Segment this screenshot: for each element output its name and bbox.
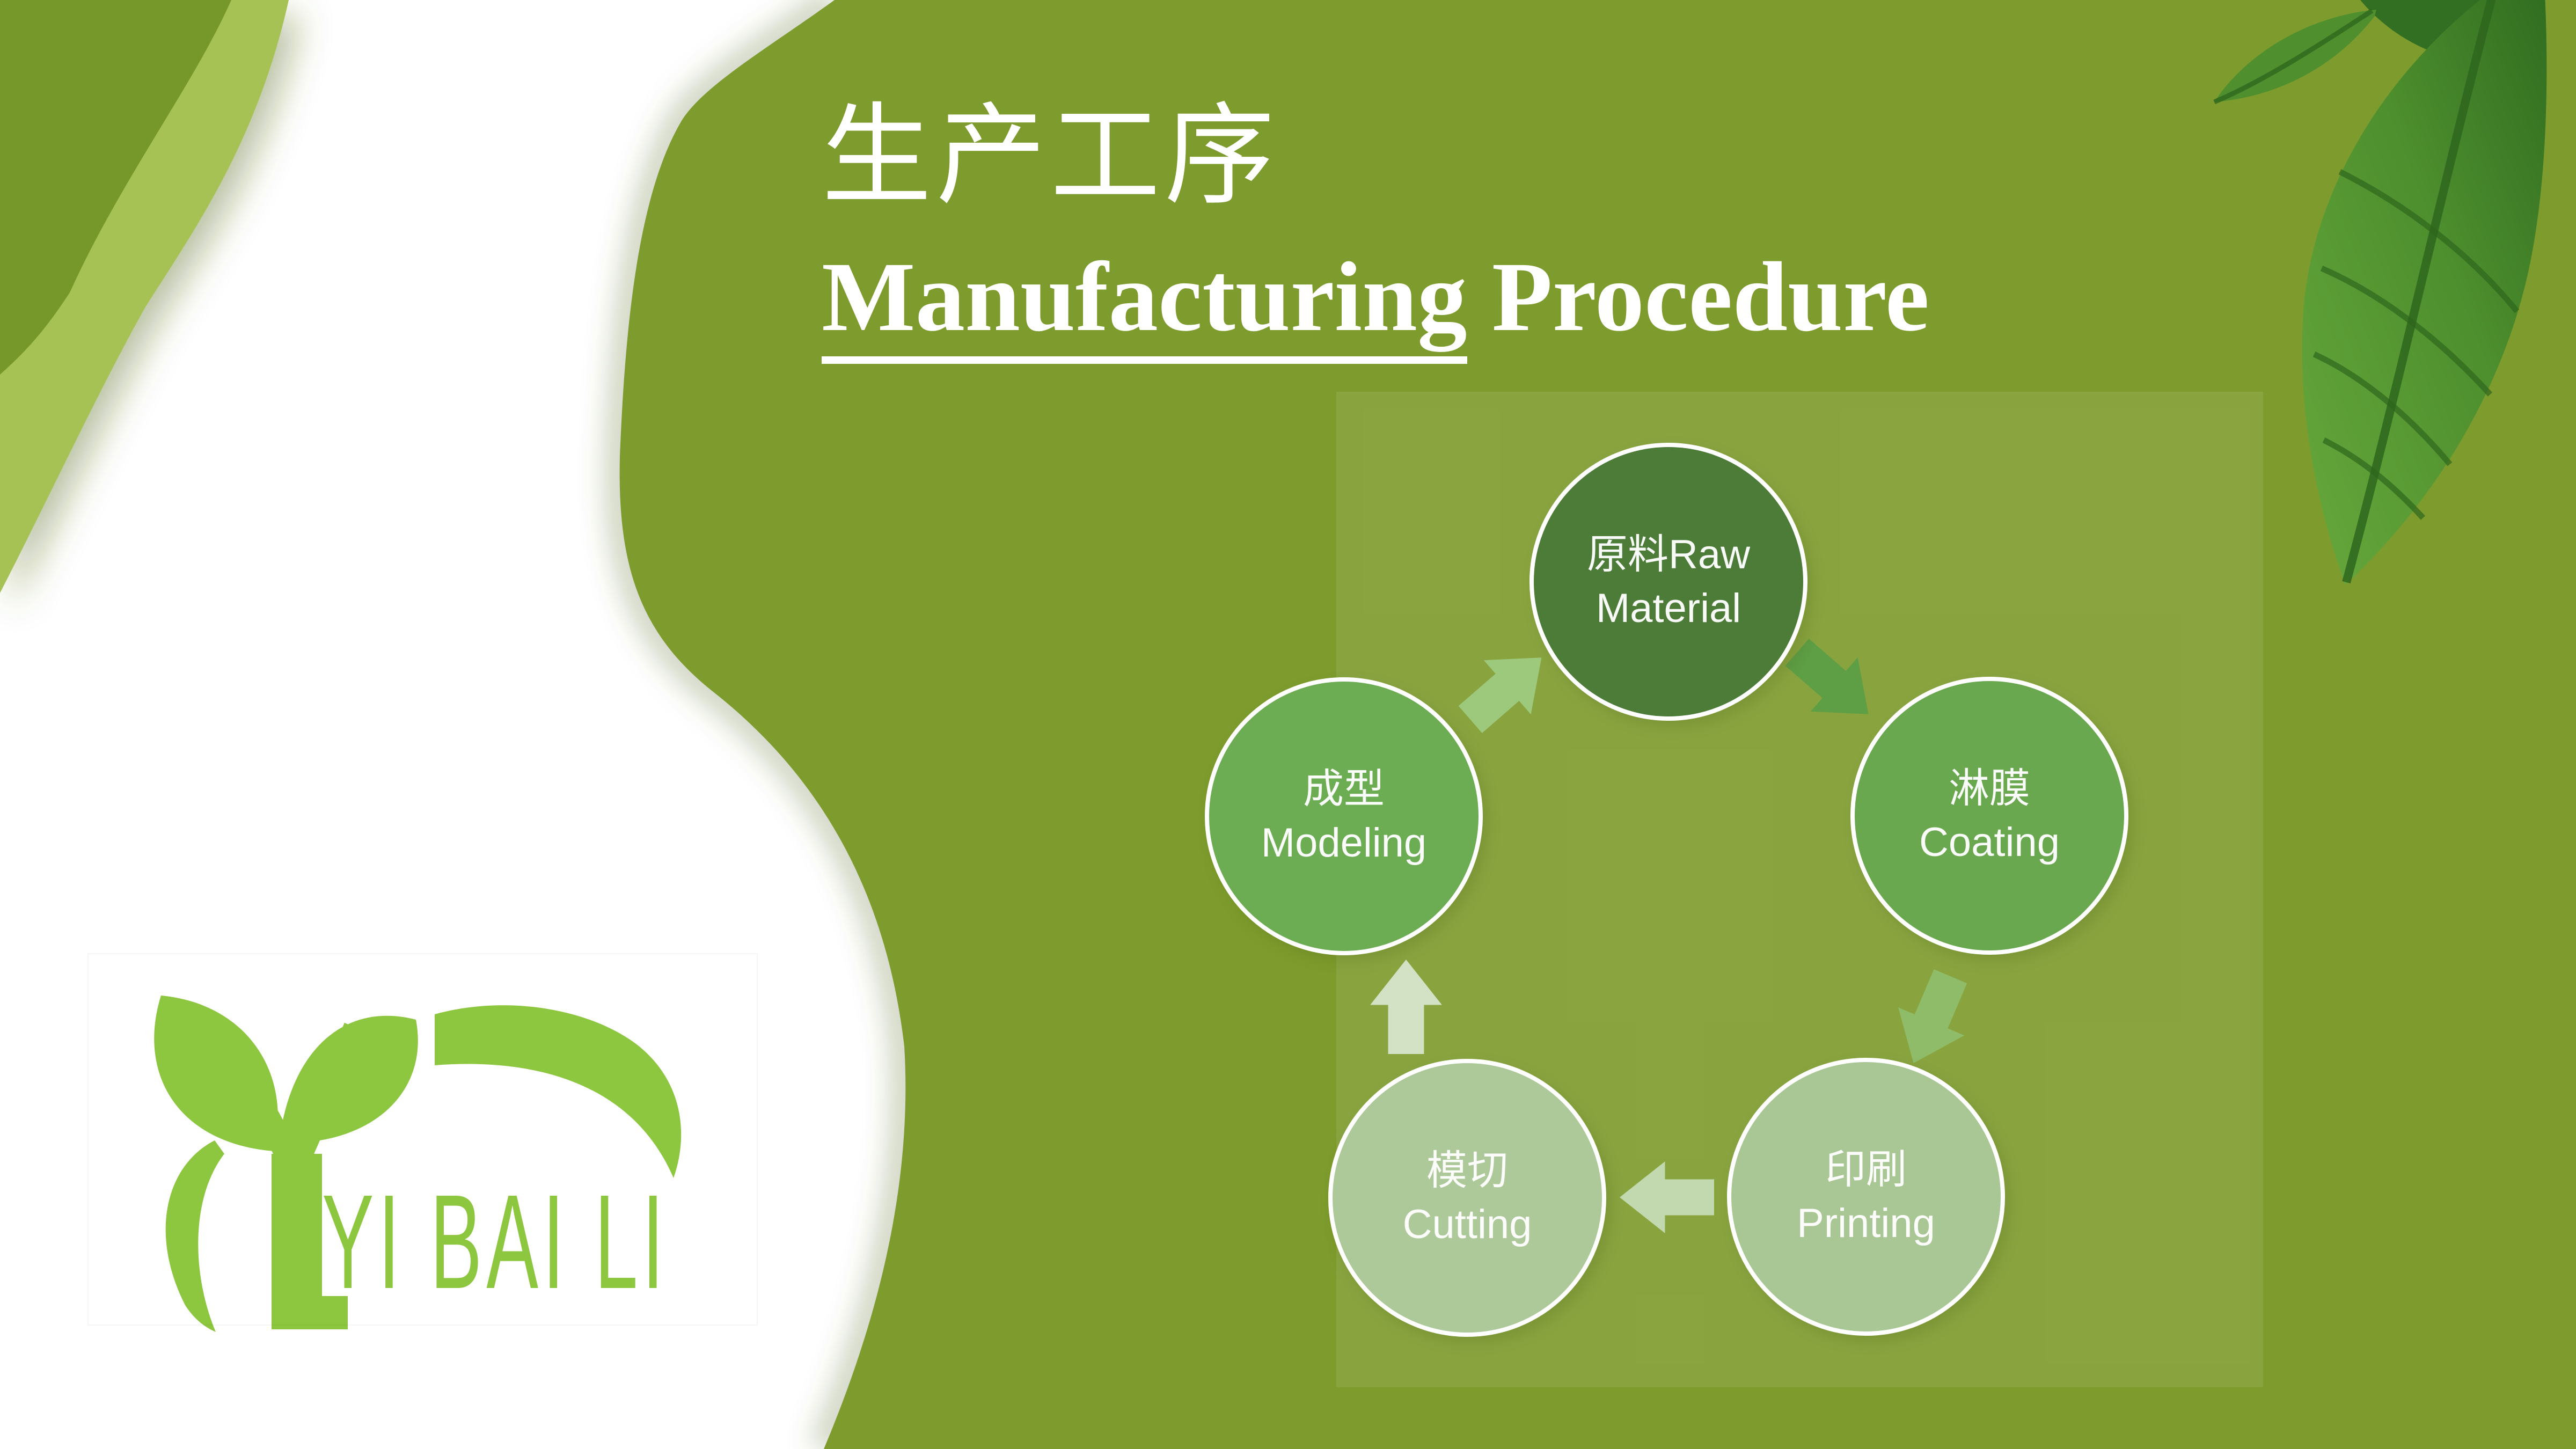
step-label-line2: Cutting [1402, 1202, 1532, 1247]
leaf-large [2302, 0, 2547, 585]
step-label-line2: Modeling [1261, 820, 1427, 866]
step-label-line2: Printing [1797, 1201, 1935, 1246]
step-label-line1: 成型 [1303, 766, 1385, 812]
step-label-line1: 印刷 [1825, 1146, 1907, 1192]
logo-y-arms [226, 1022, 368, 1173]
leaf-large-midrib [2342, 0, 2496, 584]
logo-leaf-left [154, 996, 278, 1151]
leaf-decoration [2213, 0, 2547, 585]
step-label-line1: 淋膜 [1949, 765, 2030, 811]
logo-left-crescent [165, 1140, 224, 1332]
title-english-rest: Procedure [1467, 242, 1929, 353]
logo-swoosh [435, 1005, 682, 1178]
logo-y-stem [272, 1154, 348, 1329]
process-step-coating: 淋膜 Coating [1850, 677, 2128, 955]
step-label-line1: 模切 [1426, 1147, 1508, 1194]
process-step-modeling: 成型 Modeling [1205, 677, 1483, 955]
logo-text: YI BAI LI [322, 1167, 668, 1316]
logo-image-plate [87, 953, 758, 1326]
process-step-raw-material: 原料Raw Material [1529, 443, 1807, 721]
step-label-line2: Coating [1919, 819, 2060, 865]
title-english-underlined: Manufacturing [822, 242, 1467, 364]
title-english: Manufacturing Procedure [822, 233, 1929, 364]
process-step-cutting: 模切 Cutting [1328, 1059, 1606, 1337]
step-label-line1: 原料Raw [1586, 531, 1751, 577]
slide-title: 生产工序 Manufacturing Procedure [822, 90, 1929, 364]
company-logo: YI BAI LI [154, 996, 682, 1332]
leaf-large-veins [2312, 169, 2520, 520]
wave-dark [0, 0, 231, 375]
title-chinese: 生产工序 [822, 96, 1279, 218]
corner-waves [0, 0, 289, 593]
process-step-printing: 印刷 Printing [1727, 1058, 2005, 1336]
step-label-line2: Material [1596, 586, 1741, 631]
leaf-small-midrib [2213, 9, 2374, 105]
